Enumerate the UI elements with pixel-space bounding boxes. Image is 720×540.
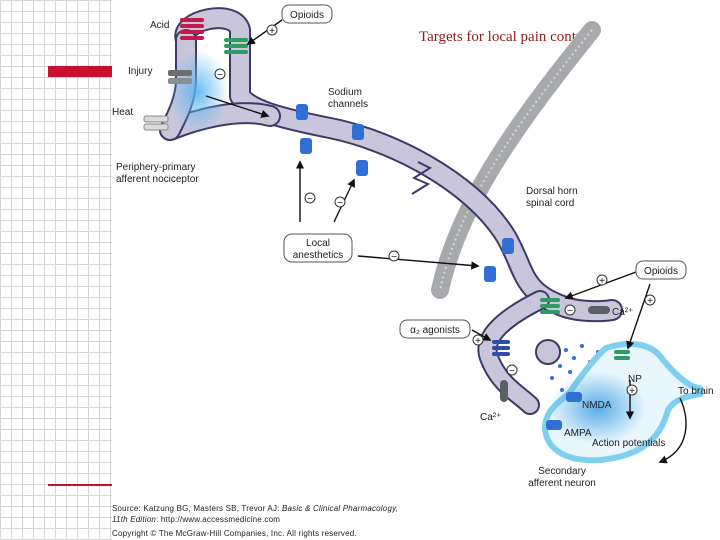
arrow-opioids-top xyxy=(246,19,283,45)
label-periphery-line: afferent nociceptor xyxy=(116,174,199,185)
label-secondary-neuron-line: Secondary xyxy=(538,466,586,477)
sodium-channel-4 xyxy=(356,160,368,176)
label-secondary-neuron-line: afferent neuron xyxy=(528,478,596,489)
background-grid xyxy=(0,0,112,540)
source-edition: 11th Edition xyxy=(112,515,157,524)
local-anesthetics-box xyxy=(283,233,353,263)
acid-receptor xyxy=(180,18,204,40)
label-injury: Injury xyxy=(128,66,152,77)
accent-bar xyxy=(48,66,112,77)
sign-minus-anesthetic-3: − xyxy=(391,252,397,263)
opioids-right-box xyxy=(635,260,687,280)
np-receptor xyxy=(614,350,630,360)
calcium-channel-right xyxy=(588,306,610,314)
primary-neuron-inner xyxy=(176,9,621,321)
label-ca2-bottom: Ca²⁺ xyxy=(480,412,501,423)
label-acid: Acid xyxy=(150,20,169,31)
sign-plus-np: + xyxy=(629,386,635,397)
accent-line xyxy=(48,484,112,486)
source-line-2: 11th Edition: http://www.accessmedicine.… xyxy=(112,515,280,524)
sodium-channel-3 xyxy=(300,138,312,154)
calcium-channel-bottom xyxy=(500,380,508,402)
postsynaptic-glow xyxy=(550,372,646,444)
opioids-top-box xyxy=(281,4,333,24)
label-dorsal-horn-line: Dorsal horn xyxy=(526,186,578,197)
sodium-channel-6 xyxy=(484,266,496,282)
sodium-channel-2 xyxy=(352,124,364,140)
ampa-receptor xyxy=(546,420,562,430)
arrow-injury xyxy=(205,95,270,118)
arrow-opioids-down xyxy=(626,283,651,350)
label-opioids-right: Opioids xyxy=(644,266,678,277)
primary-neuron-outer xyxy=(174,7,623,323)
label-periphery-line: Periphery-primary xyxy=(116,162,195,173)
label-local-anesthetics-line: anesthetics xyxy=(293,250,344,261)
copyright-line: Copyright © The McGraw-Hill Companies, I… xyxy=(112,529,357,538)
sign-plus-opioid-right: + xyxy=(599,276,605,287)
presynaptic-terminal xyxy=(535,339,561,365)
sign-plus-opioid-down: + xyxy=(647,296,653,307)
label-ampa: AMPA xyxy=(564,428,592,439)
alpha2-box xyxy=(399,319,471,339)
slide-title: Targets for local pain control xyxy=(419,29,593,45)
arrow-anesthetic-3 xyxy=(357,255,480,270)
sign-plus-top: + xyxy=(269,26,275,37)
label-action-potentials: Action potentials xyxy=(592,438,665,449)
alpha2-receptor xyxy=(492,340,510,356)
arrow-alpha2 xyxy=(471,329,492,341)
label-opioids-top: Opioids xyxy=(290,10,324,21)
label-dorsal-horn-line: spinal cord xyxy=(526,198,574,209)
label-local-anesthetics-line: Local xyxy=(306,238,330,249)
sign-minus-anesthetic-2: − xyxy=(337,198,343,209)
sign-minus-opioid-spinal: − xyxy=(567,306,573,317)
label-sodium-channels-line: channels xyxy=(328,99,368,110)
injury-glow xyxy=(168,50,228,134)
label-alpha2: α₂ agonists xyxy=(410,325,460,336)
sodium-channel-1 xyxy=(296,104,308,120)
opioid-receptor-spinal xyxy=(540,298,560,314)
injury-receptor xyxy=(168,70,192,84)
sign-circles xyxy=(214,24,656,396)
sign-minus-calcium: − xyxy=(509,366,515,377)
sign-minus-injury: − xyxy=(217,70,223,81)
heat-receptor xyxy=(143,115,169,131)
axon-break-mark xyxy=(411,161,433,195)
label-np: NP xyxy=(628,374,642,385)
source-url: : http://www.accessmedicine.com xyxy=(156,515,281,524)
sodium-channel-5 xyxy=(502,238,514,254)
source-book: Basic & Clinical Pharmacology, xyxy=(282,504,399,513)
source-authors: Source: Katzung BG, Masters SB, Trevor A… xyxy=(112,504,282,513)
label-ca2-right: Ca²⁺ xyxy=(612,307,633,318)
nmda-receptor xyxy=(566,392,582,402)
spinal-cord-edge xyxy=(439,29,593,291)
source-line-1: Source: Katzung BG, Masters SB, Trevor A… xyxy=(112,504,398,513)
sign-plus-alpha2: + xyxy=(475,336,481,347)
label-to-brain: To brain xyxy=(678,386,714,397)
opioid-receptor-peripheral xyxy=(224,38,248,54)
sign-minus-anesthetic-1: − xyxy=(307,194,313,205)
label-sodium-channels-line: Sodium xyxy=(328,87,362,98)
label-heat: Heat xyxy=(112,107,133,118)
arrow-to-brain xyxy=(658,397,687,464)
terminal-branch-inner xyxy=(479,292,548,413)
label-nmda: NMDA xyxy=(582,400,612,411)
